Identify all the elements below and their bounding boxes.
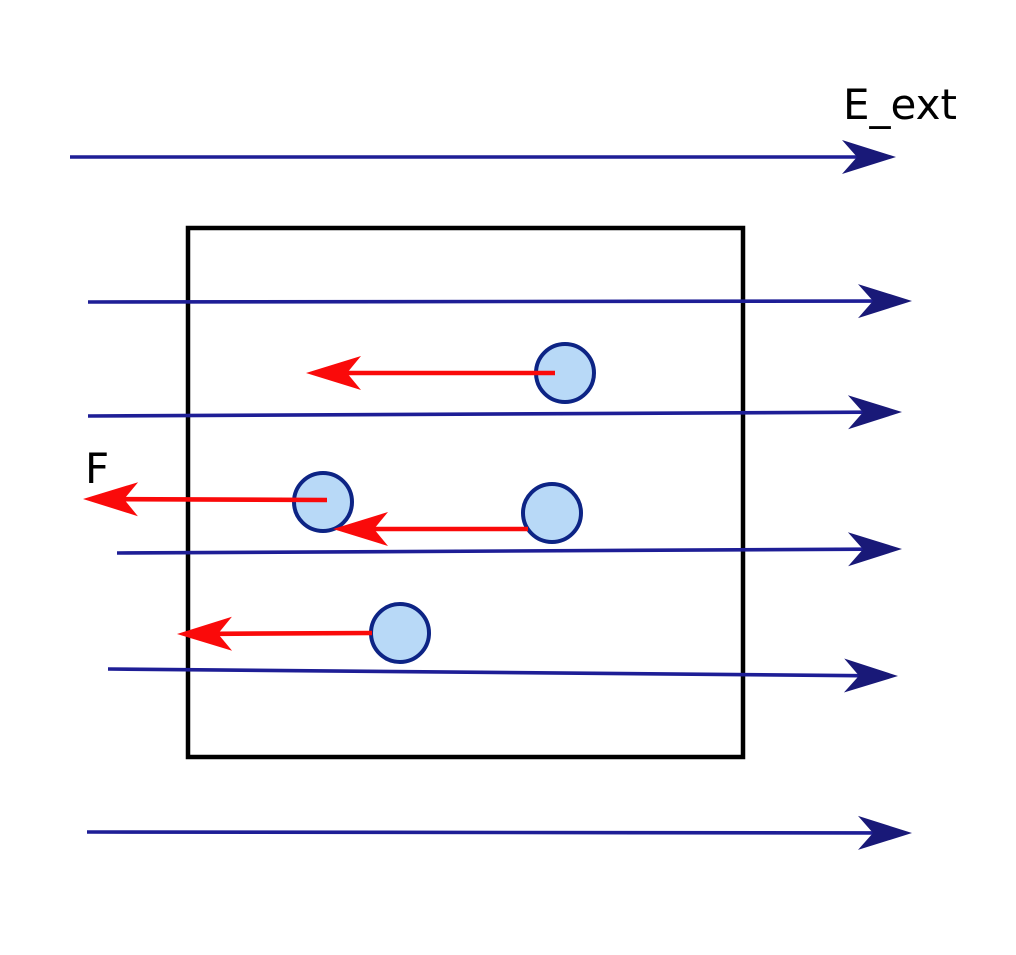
- field-line-3-shaft: [116, 547, 864, 555]
- field-line-2-arrowhead-icon: [847, 395, 902, 430]
- field-line-1-arrowhead-icon: [858, 284, 912, 319]
- force-arrow-3-arrowhead-icon: [333, 512, 388, 546]
- electron-4: [369, 602, 431, 664]
- force-arrow-4-arrowhead-icon: [177, 616, 233, 651]
- field-line-4-shaft: [107, 667, 860, 678]
- force-arrow-2-arrowhead-icon: [83, 482, 139, 517]
- field-line-top-arrowhead-icon: [842, 140, 896, 174]
- field-line-2-shaft: [87, 410, 864, 418]
- field-line-4-arrowhead-icon: [843, 658, 898, 693]
- field-line-bottom-arrowhead-icon: [858, 815, 912, 850]
- force-arrows-layer: [83, 356, 555, 651]
- electrons-layer: [292, 342, 596, 664]
- force-arrow-2-shaft: [123, 496, 328, 503]
- field-line-bottom-shaft: [86, 830, 874, 835]
- field-line-3-arrowhead-icon: [847, 532, 902, 567]
- electron-3: [521, 482, 583, 544]
- conductor-layer: [185, 225, 746, 760]
- conductor-box: [185, 225, 746, 760]
- force-arrow-4-shaft: [217, 630, 373, 637]
- field-lines-layer: [70, 140, 912, 850]
- external-field-label: E_ext: [843, 80, 957, 129]
- force-arrow-1-arrowhead-icon: [306, 356, 361, 390]
- field-line-1-shaft: [87, 299, 874, 304]
- force-label: F: [85, 444, 109, 493]
